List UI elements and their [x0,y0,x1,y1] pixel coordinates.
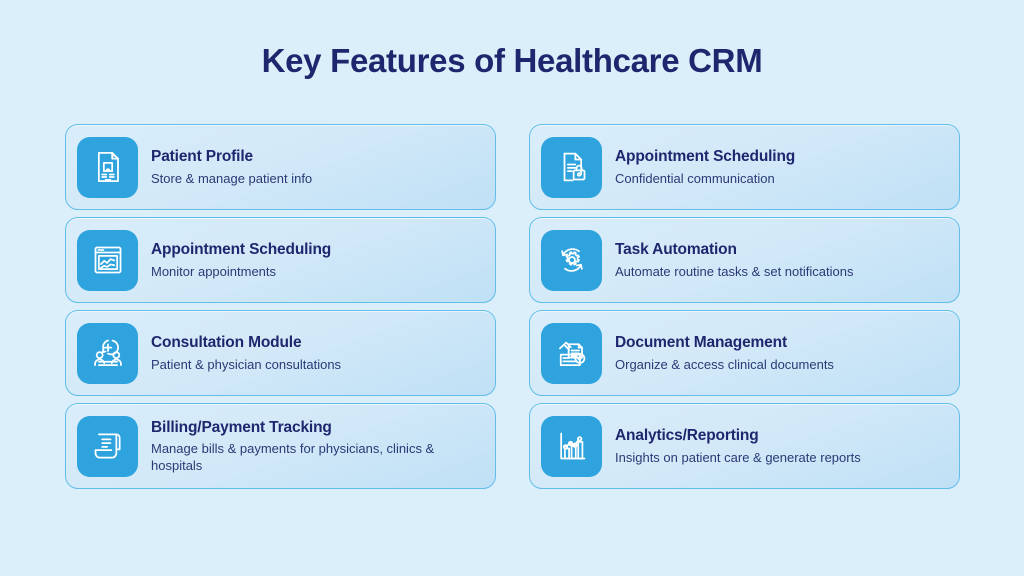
feature-card-consultation-module[interactable]: Consultation Module Patient & physician … [65,310,496,396]
card-title: Patient Profile [151,148,253,166]
card-title: Appointment Scheduling [151,241,332,259]
card-text: Document Management Organize & access cl… [615,333,834,373]
feature-card-billing-payment-tracking[interactable]: Billing/Payment Tracking Manage bills & … [65,403,496,489]
bar-chart-trend-icon [541,415,602,477]
card-text: Patient Profile Store & manage patient i… [151,147,312,187]
card-text: Consultation Module Patient & physician … [151,333,341,373]
card-description: Insights on patient care & generate repo… [615,449,861,465]
card-text: Appointment Scheduling Monitor appointme… [151,240,331,280]
feature-card-task-automation[interactable]: Task Automation Automate routine tasks &… [529,217,960,303]
feature-card-document-management[interactable]: Document Management Organize & access cl… [529,310,960,396]
gear-refresh-icon [541,229,602,291]
document-lock-icon [541,136,602,198]
card-description: Confidential communication [615,170,775,186]
title-container: Key Features of Healthcare CRM [0,42,1024,80]
billing-receipt-icon [77,415,138,477]
card-text: Billing/Payment Tracking Manage bills & … [151,418,481,475]
feature-card-confidential-communication[interactable]: Appointment Scheduling Confidential comm… [529,124,960,210]
card-description: Manage bills & payments for physicians, … [151,441,435,474]
card-text: Analytics/Reporting Insights on patient … [615,426,861,466]
card-title: Analytics/Reporting [615,427,759,445]
feature-card-patient-profile[interactable]: Patient Profile Store & manage patient i… [65,124,496,210]
card-title: Consultation Module [151,334,302,352]
appointment-chart-window-icon [77,229,138,291]
patient-profile-document-icon [77,136,138,198]
feature-card-appointment-scheduling[interactable]: Appointment Scheduling Monitor appointme… [65,217,496,303]
card-description: Automate routine tasks & set notificatio… [615,263,854,279]
card-text: Task Automation Automate routine tasks &… [615,240,853,280]
card-description: Patient & physician consultations [151,356,342,372]
card-title: Task Automation [615,241,737,259]
features-grid: Patient Profile Store & manage patient i… [65,124,960,489]
documents-check-icon [541,322,602,384]
card-description: Store & manage patient info [151,170,313,186]
card-title: Appointment Scheduling [615,148,796,166]
page-title: Key Features of Healthcare CRM [261,42,763,79]
card-title: Billing/Payment Tracking [151,418,332,436]
card-description: Monitor appointments [151,263,277,279]
feature-card-analytics-reporting[interactable]: Analytics/Reporting Insights on patient … [529,403,960,489]
card-description: Organize & access clinical documents [615,356,834,372]
card-text: Appointment Scheduling Confidential comm… [615,147,795,187]
consultation-people-medical-icon [77,322,138,384]
card-title: Document Management [615,334,787,352]
